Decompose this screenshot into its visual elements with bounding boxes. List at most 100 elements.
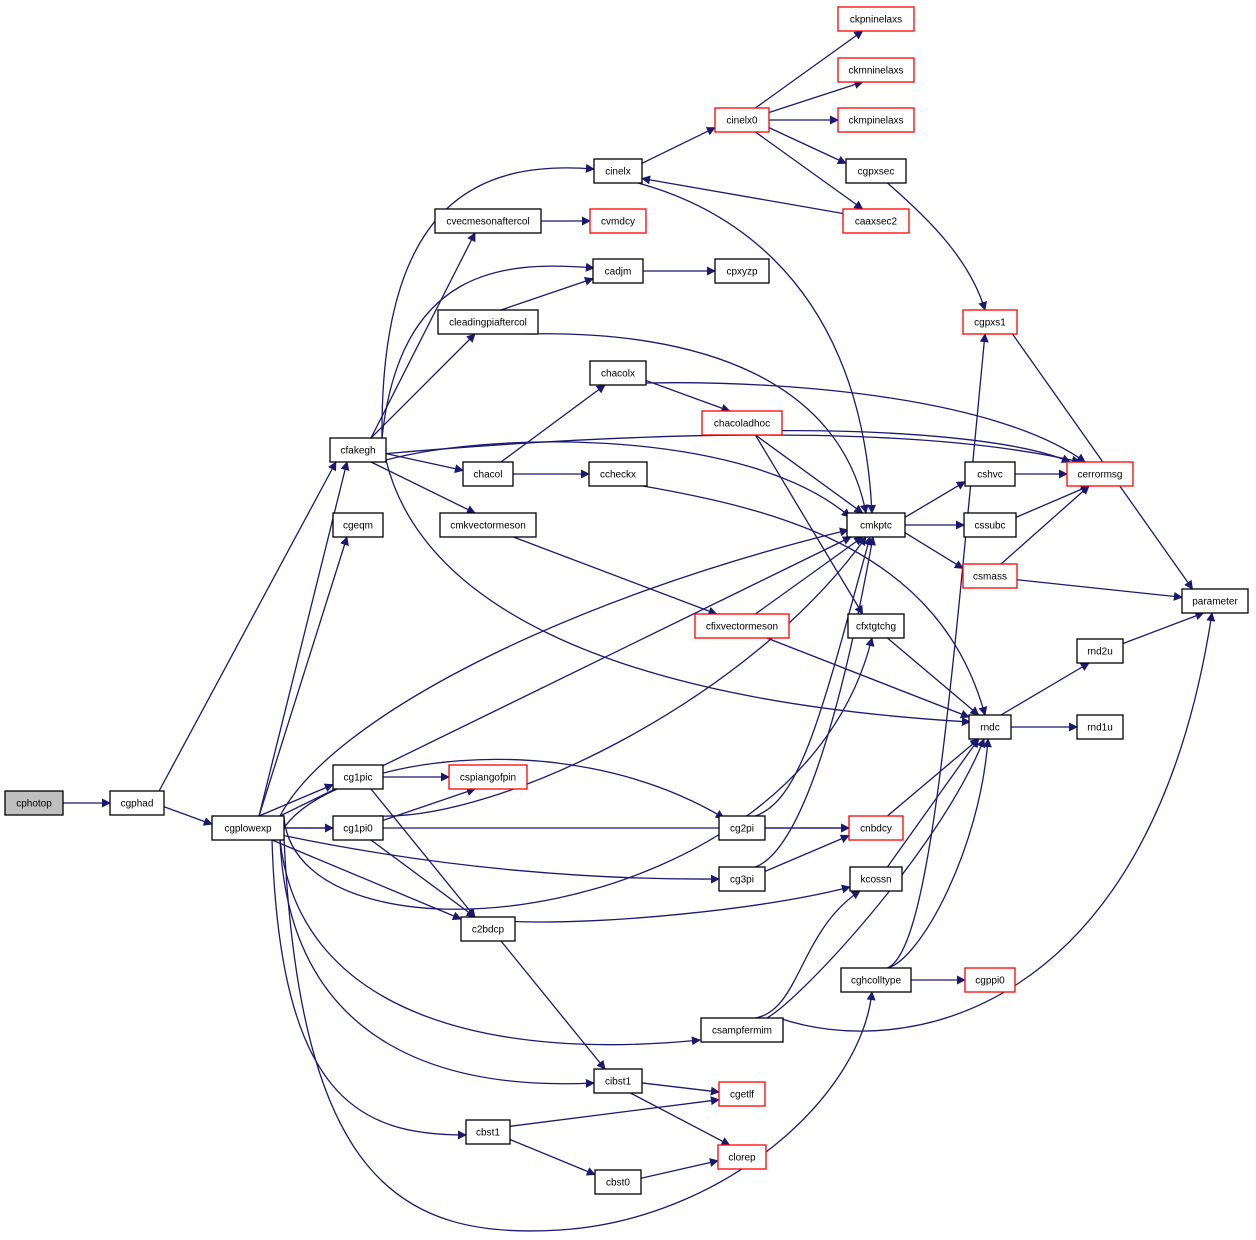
node-csmass-box[interactable]: [962, 563, 1018, 589]
node-cg3pi-box[interactable]: [718, 866, 766, 892]
node-ccheckx[interactable]: ccheckx: [588, 461, 648, 487]
node-cleadingpiaftercol-box[interactable]: [437, 309, 539, 335]
node-cgeqm[interactable]: cgeqm: [332, 512, 384, 538]
node-cgppi0[interactable]: cgppi0: [964, 967, 1016, 993]
node-cg1pi0[interactable]: cg1pi0: [332, 815, 384, 841]
node-kcossn-box[interactable]: [849, 866, 903, 892]
node-parameter[interactable]: parameter: [1181, 588, 1249, 614]
node-cgppi0-box[interactable]: [964, 967, 1016, 993]
node-cg3pi[interactable]: cg3pi: [718, 866, 766, 892]
node-cbst1-box[interactable]: [465, 1119, 511, 1145]
node-ckmninelaxs-box[interactable]: [837, 57, 915, 83]
node-chacolx[interactable]: chacolx: [589, 360, 647, 386]
node-cphotop[interactable]: cphotop: [4, 790, 64, 816]
node-cssubc[interactable]: cssubc: [963, 512, 1017, 538]
node-ckpninelaxs[interactable]: ckpninelaxs: [837, 6, 915, 32]
node-cgetlf-box[interactable]: [718, 1081, 766, 1107]
node-cgpxs1[interactable]: cgpxs1: [962, 309, 1018, 335]
node-caaxsec2-box[interactable]: [842, 208, 910, 234]
node-ckmpinelaxs[interactable]: ckmpinelaxs: [837, 107, 915, 133]
node-cbst1[interactable]: cbst1: [465, 1119, 511, 1145]
node-rnd2u-box[interactable]: [1076, 638, 1124, 664]
node-cfxtgtchg-box[interactable]: [847, 613, 905, 639]
node-cg2pi[interactable]: cg2pi: [718, 815, 766, 841]
node-cgphad[interactable]: cgphad: [109, 790, 165, 816]
node-clorep-box[interactable]: [717, 1144, 767, 1170]
node-chacoladhoc[interactable]: chacoladhoc: [701, 410, 783, 436]
node-cgplowexp[interactable]: cgplowexp: [211, 815, 285, 841]
node-ckmpinelaxs-box[interactable]: [837, 107, 915, 133]
node-csampfermim-box[interactable]: [700, 1017, 784, 1043]
node-rndc[interactable]: rndc: [968, 714, 1012, 740]
node-cgpxsec-box[interactable]: [845, 158, 907, 184]
node-cfxtgtchg[interactable]: cfxtgtchg: [847, 613, 905, 639]
node-cvmdcy-box[interactable]: [589, 208, 647, 234]
node-cfixvectormeson[interactable]: cfixvectormeson: [694, 613, 790, 639]
node-cinelx[interactable]: cinelx: [593, 158, 643, 184]
node-cmkptc[interactable]: cmkptc: [846, 512, 906, 538]
node-cvmdcy[interactable]: cvmdcy: [589, 208, 647, 234]
node-chacolx-box[interactable]: [589, 360, 647, 386]
node-csmass[interactable]: csmass: [962, 563, 1018, 589]
node-cnbdcy[interactable]: cnbdcy: [848, 815, 904, 841]
node-cg1pic-box[interactable]: [332, 764, 384, 790]
node-cgphad-box[interactable]: [109, 790, 165, 816]
node-cerrormsg[interactable]: cerrormsg: [1066, 461, 1134, 487]
node-cg1pi0-box[interactable]: [332, 815, 384, 841]
node-ccheckx-box[interactable]: [588, 461, 648, 487]
node-rndc-box[interactable]: [968, 714, 1012, 740]
node-cfakegh[interactable]: cfakegh: [329, 437, 387, 463]
node-ckpninelaxs-box[interactable]: [837, 6, 915, 32]
node-cmkvectormeson-box[interactable]: [439, 512, 537, 538]
node-kcossn[interactable]: kcossn: [849, 866, 903, 892]
node-c2bdcp-box[interactable]: [460, 916, 516, 942]
node-chacoladhoc-box[interactable]: [701, 410, 783, 436]
node-cadjm-box[interactable]: [592, 258, 644, 284]
node-parameter-box[interactable]: [1181, 588, 1249, 614]
node-cadjm[interactable]: cadjm: [592, 258, 644, 284]
node-cgplowexp-box[interactable]: [211, 815, 285, 841]
node-cibst1[interactable]: cibst1: [593, 1068, 643, 1094]
node-cshvc-box[interactable]: [964, 461, 1016, 487]
node-cgpxsec[interactable]: cgpxsec: [845, 158, 907, 184]
node-clorep[interactable]: clorep: [717, 1144, 767, 1170]
node-cghcolltype[interactable]: cghcolltype: [840, 967, 912, 993]
node-cgpxs1-box[interactable]: [962, 309, 1018, 335]
node-cmkvectormeson[interactable]: cmkvectormeson: [439, 512, 537, 538]
node-cnbdcy-box[interactable]: [848, 815, 904, 841]
node-rnd1u-box[interactable]: [1076, 714, 1124, 740]
node-ckmninelaxs[interactable]: ckmninelaxs: [837, 57, 915, 83]
node-rnd1u[interactable]: rnd1u: [1076, 714, 1124, 740]
node-c2bdcp[interactable]: c2bdcp: [460, 916, 516, 942]
node-cfakegh-box[interactable]: [329, 437, 387, 463]
node-cgeqm-box[interactable]: [332, 512, 384, 538]
node-cibst1-box[interactable]: [593, 1068, 643, 1094]
node-cfixvectormeson-box[interactable]: [694, 613, 790, 639]
node-cpxyzp[interactable]: cpxyzp: [714, 258, 770, 284]
node-cgetlf[interactable]: cgetlf: [718, 1081, 766, 1107]
node-cphotop-box[interactable]: [4, 790, 64, 816]
node-csampfermim[interactable]: csampfermim: [700, 1017, 784, 1043]
node-cspiangofpin[interactable]: cspiangofpin: [448, 764, 528, 790]
node-cg2pi-box[interactable]: [718, 815, 766, 841]
node-cleadingpiaftercol[interactable]: cleadingpiaftercol: [437, 309, 539, 335]
node-cghcolltype-box[interactable]: [840, 967, 912, 993]
node-rnd2u[interactable]: rnd2u: [1076, 638, 1124, 664]
node-cg1pic[interactable]: cg1pic: [332, 764, 384, 790]
node-cshvc[interactable]: cshvc: [964, 461, 1016, 487]
node-cpxyzp-box[interactable]: [714, 258, 770, 284]
node-cbst0-box[interactable]: [594, 1169, 642, 1195]
node-cinelx0-box[interactable]: [714, 107, 770, 133]
node-cspiangofpin-box[interactable]: [448, 764, 528, 790]
node-cerrormsg-box[interactable]: [1066, 461, 1134, 487]
node-cbst0[interactable]: cbst0: [594, 1169, 642, 1195]
node-cssubc-box[interactable]: [963, 512, 1017, 538]
node-cvecmesonaftercol-box[interactable]: [434, 208, 542, 234]
node-cvecmesonaftercol[interactable]: cvecmesonaftercol: [434, 208, 542, 234]
node-cinelx-box[interactable]: [593, 158, 643, 184]
node-chacol[interactable]: chacol: [462, 461, 514, 487]
node-cinelx0[interactable]: cinelx0: [714, 107, 770, 133]
node-caaxsec2[interactable]: caaxsec2: [842, 208, 910, 234]
node-cmkptc-box[interactable]: [846, 512, 906, 538]
node-chacol-box[interactable]: [462, 461, 514, 487]
